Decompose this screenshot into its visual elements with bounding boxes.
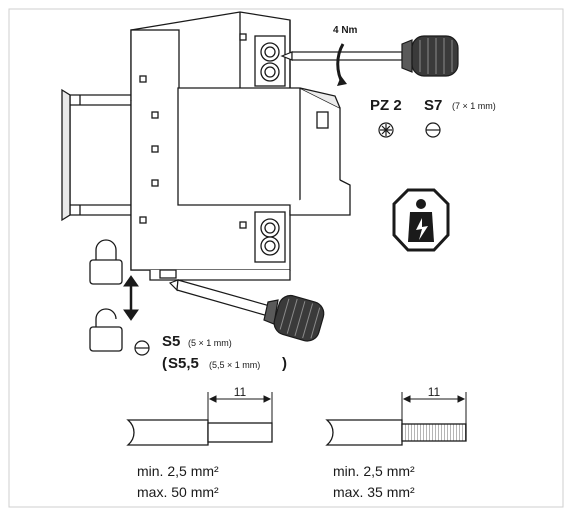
- alt-slot-dimension: (5,5 × 1 mm): [209, 360, 260, 370]
- device-body: [130, 11, 291, 281]
- right-min-cross-section: min. 2,5 mm²: [333, 463, 415, 479]
- phillips-size-label: PZ 2: [370, 97, 402, 114]
- right-strip-dimension: [401, 392, 467, 424]
- solid-conductor-drawing: [126, 419, 273, 446]
- alt-slot-close-paren: ): [282, 355, 287, 372]
- bottom-slotted-head-icon: [134, 340, 150, 356]
- left-strip-dimension: [207, 392, 273, 423]
- left-max-cross-section: max. 50 mm²: [137, 484, 219, 500]
- rotation-arrowhead-icon: [337, 76, 347, 86]
- right-max-cross-section: max. 35 mm²: [333, 484, 415, 500]
- torque-label: 4 Nm: [333, 25, 358, 36]
- stranded-conductor-drawing: [325, 419, 467, 446]
- frame-border: [8, 8, 564, 508]
- bottom-screwdriver: [168, 279, 325, 342]
- top-screwdriver: [280, 35, 459, 77]
- alt-slot-label: S5,5: [168, 355, 199, 372]
- phillips-head-icon: [378, 122, 394, 138]
- bottom-slot-dimension: (5 × 1 mm): [188, 338, 232, 348]
- lock-open-icon: [89, 308, 123, 352]
- bottom-slot-label: S5: [162, 333, 180, 350]
- left-min-cross-section: min. 2,5 mm²: [137, 463, 219, 479]
- lock-closed-icon: [89, 239, 123, 285]
- plug-in-module: [177, 87, 351, 216]
- alt-slot-open-paren: (: [162, 355, 167, 372]
- slot-size-dimension: (7 × 1 mm): [452, 101, 496, 111]
- slot-size-label: S7: [424, 97, 442, 114]
- left-strip-length: 11: [234, 385, 247, 399]
- right-strip-length: 11: [428, 385, 441, 399]
- electrician-warning-icon: [392, 188, 450, 252]
- vertical-double-arrow-icon: [123, 275, 139, 321]
- slotted-head-icon: [425, 122, 441, 138]
